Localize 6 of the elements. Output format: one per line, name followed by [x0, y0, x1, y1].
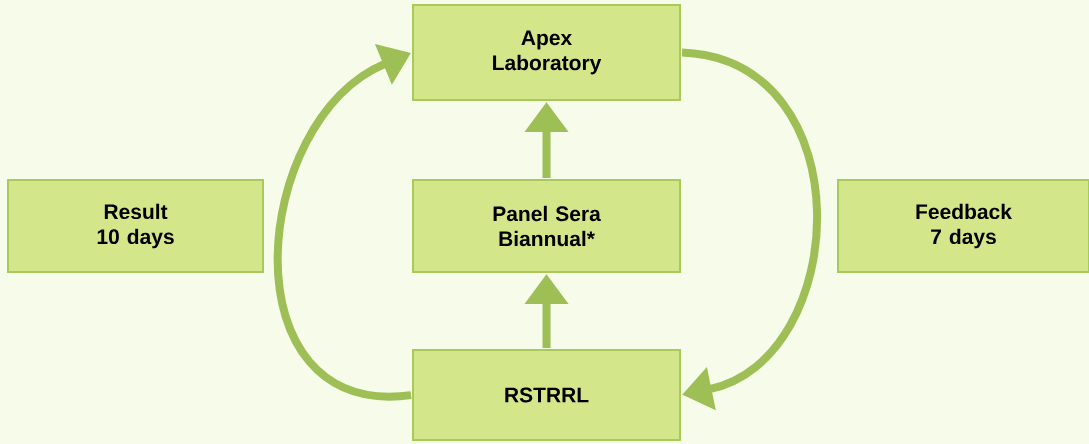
arrow: [681, 48, 821, 411]
process-box: Panel Sera Biannual*: [412, 179, 681, 273]
process-box: Apex Laboratory: [412, 4, 681, 101]
process-box: RSTRRL: [412, 349, 681, 441]
process-box: Feedback 7 days: [837, 179, 1089, 273]
process-box: Result 10 days: [7, 179, 264, 273]
